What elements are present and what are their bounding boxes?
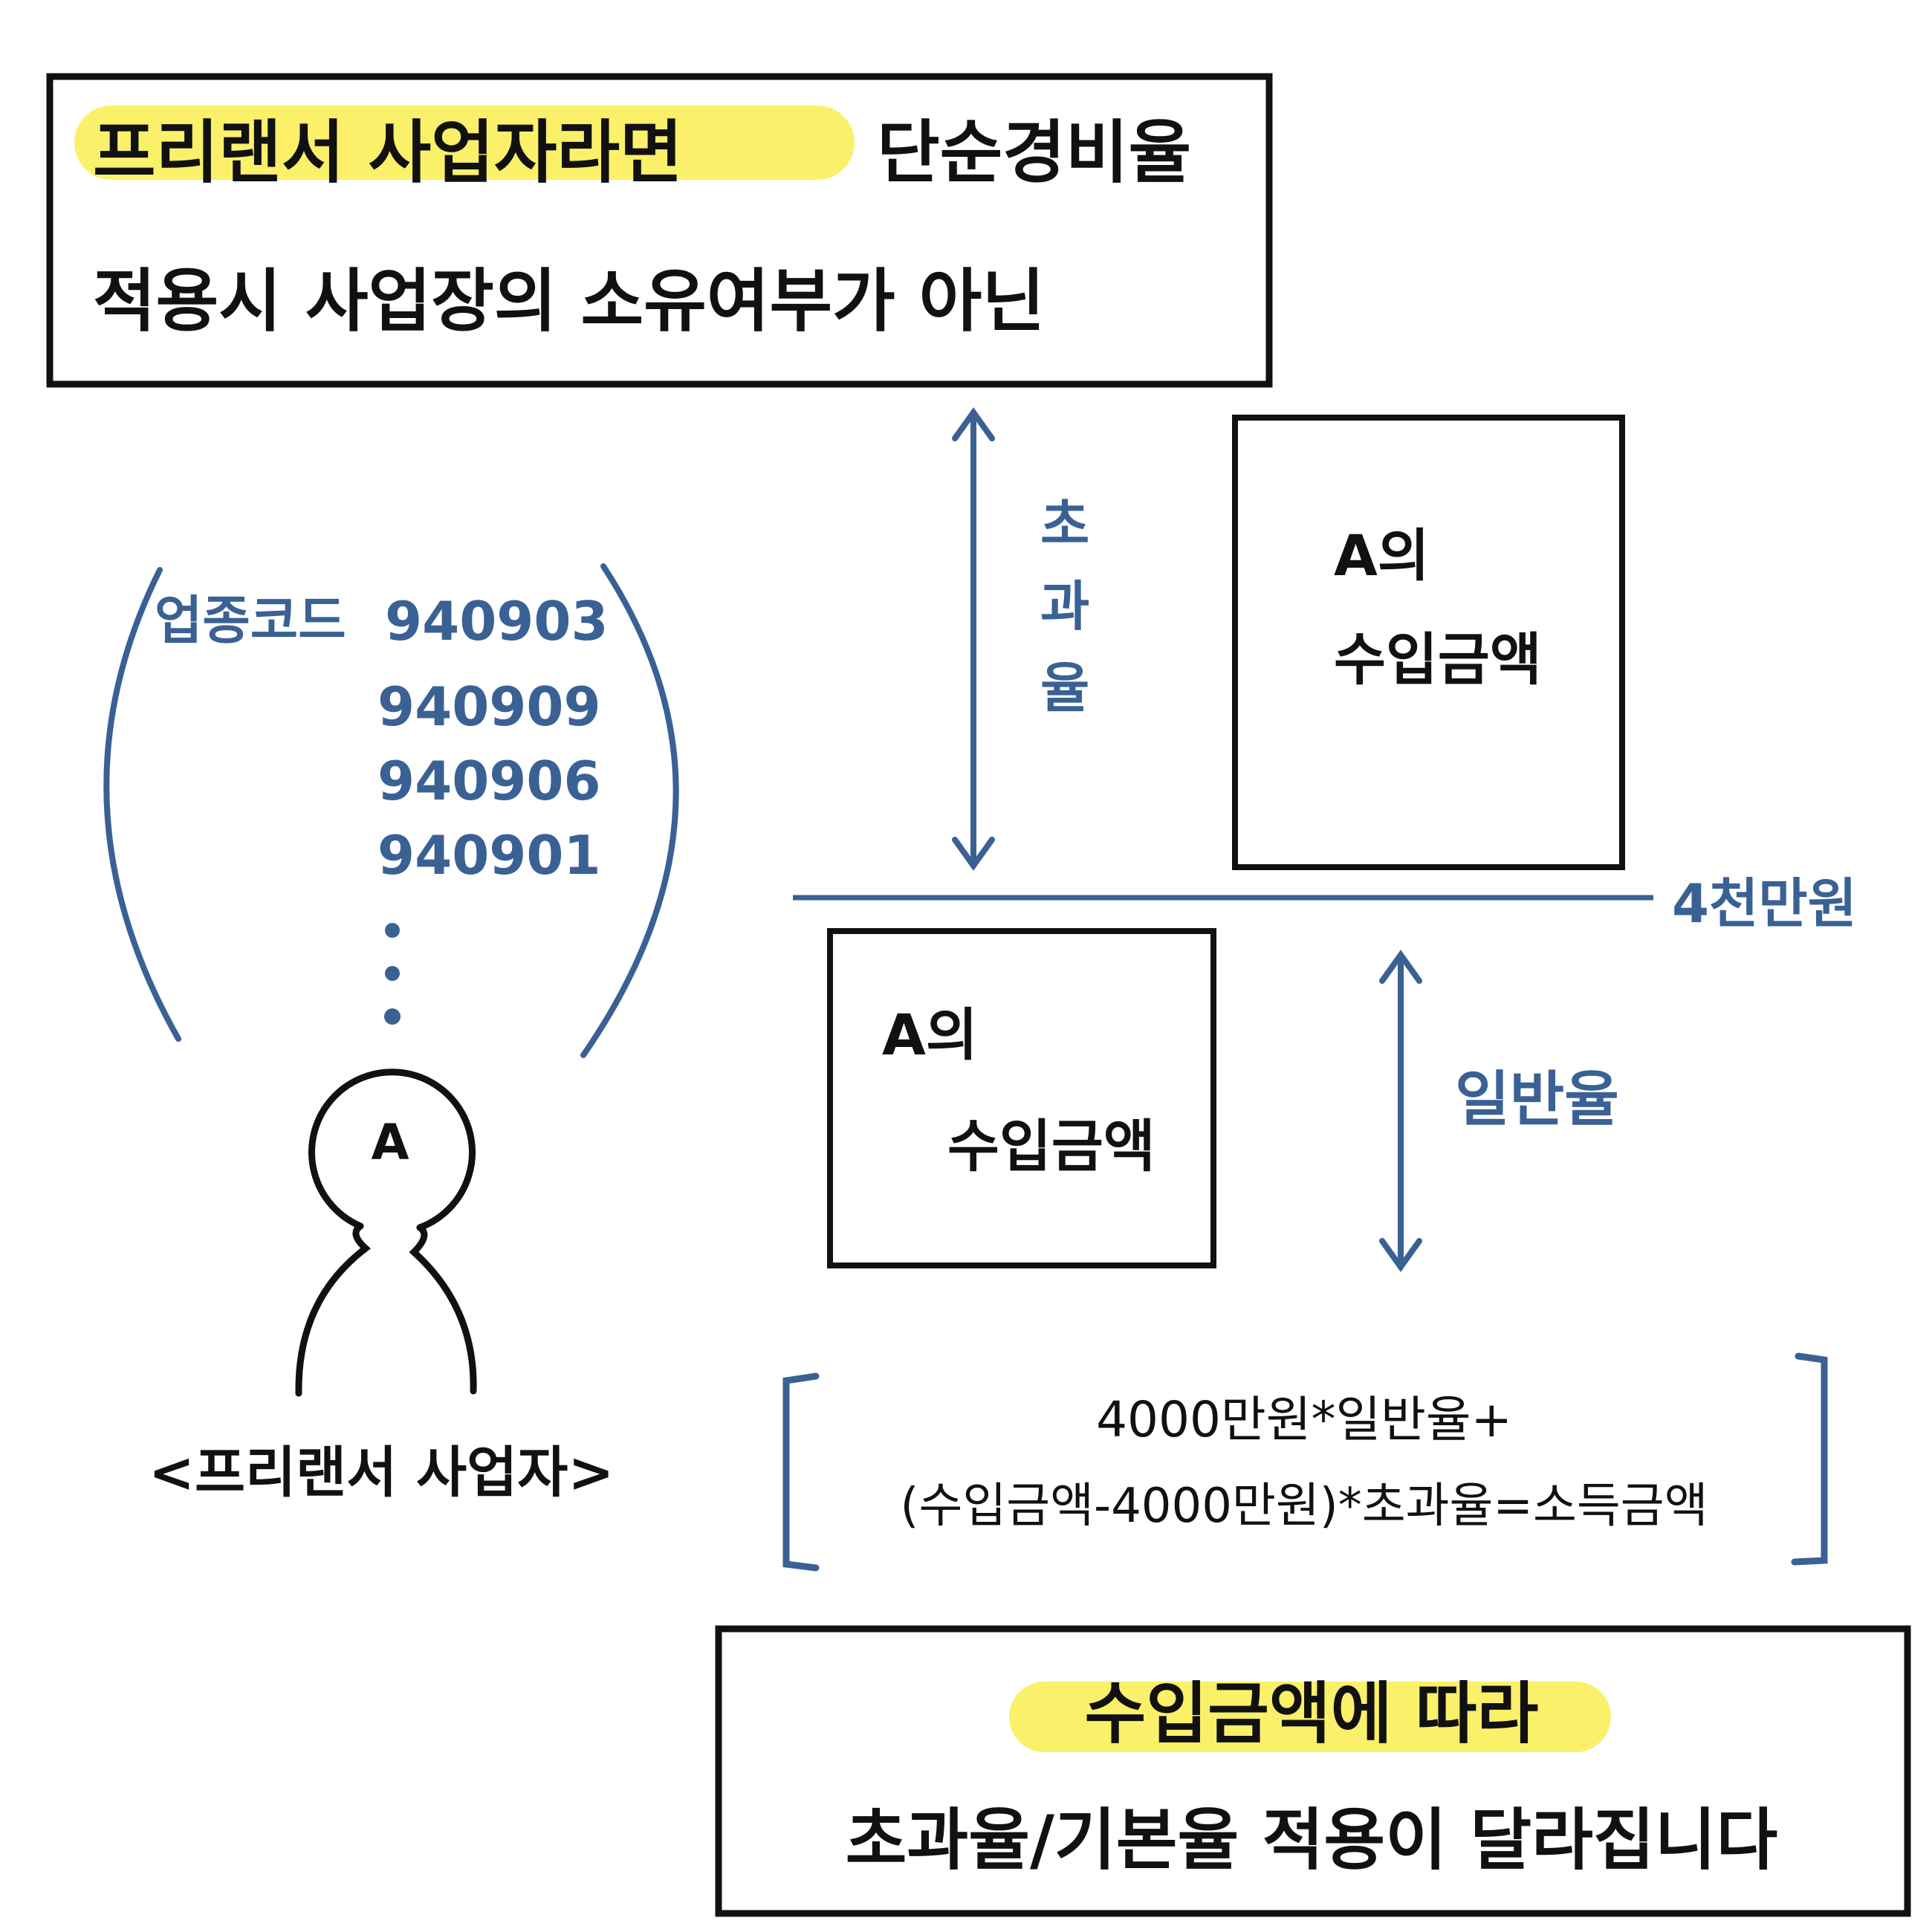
formula-left-bracket [782,1372,820,1572]
industry-code: 940903 [385,590,609,652]
bottom-box-border [715,1625,1911,1917]
lower-income-box [827,928,1216,1268]
bottom-line2: 초과율/기본율 적용이 달라집니다 [845,1801,1778,1879]
bottom-highlight-text: 수입금액에 따라 [1084,1675,1539,1753]
lower-box-income: 수입금액 [947,1113,1155,1179]
person-head-label: A [371,1114,409,1171]
upper-box-owner: A의 [1334,522,1430,589]
industry-code: 940901 [377,824,601,886]
threshold-label: 4천만원 [1672,872,1857,935]
lower-box-owner: A의 [882,1002,978,1068]
title-highlight [74,106,855,180]
excess-rate-label: 과 [1040,575,1090,638]
formula-line1: 4000만원*일반율+ [1096,1391,1512,1448]
title-box-border [46,73,1273,388]
formula-right-bracket [1791,1352,1828,1566]
industry-code-label: 업종코드 [155,590,346,651]
title-line2: 적용시 사업장의 소유여부가 아닌 [93,262,1046,341]
person-caption: <프리랜서 사업자> [149,1441,615,1505]
left-parenthesis [103,567,181,1042]
industry-code: 940906 [377,750,601,812]
upper-box-income: 수입금액 [1334,626,1542,693]
general-rate-label: 일반율 [1455,1065,1619,1134]
excess-rate-label: 율 [1040,657,1090,719]
person-icon [295,1069,477,1397]
title-line1-rest: 단순경비율 [877,113,1192,192]
excess-rate-label: 초 [1040,493,1090,556]
bottom-highlight [1009,1682,1611,1752]
industry-code: 940909 [377,675,601,738]
title-highlight-text: 프리랜서 사업자라면 [93,113,683,192]
ellipsis-dots [384,923,401,1025]
general-rate-arrow-icon [1379,950,1422,1272]
formula-line2: (수입금액-4000만원)*초과율=소득금액 [900,1479,1708,1534]
excess-rate-arrow-icon [952,407,995,871]
upper-income-box [1232,415,1625,870]
right-parenthesis [580,563,679,1058]
